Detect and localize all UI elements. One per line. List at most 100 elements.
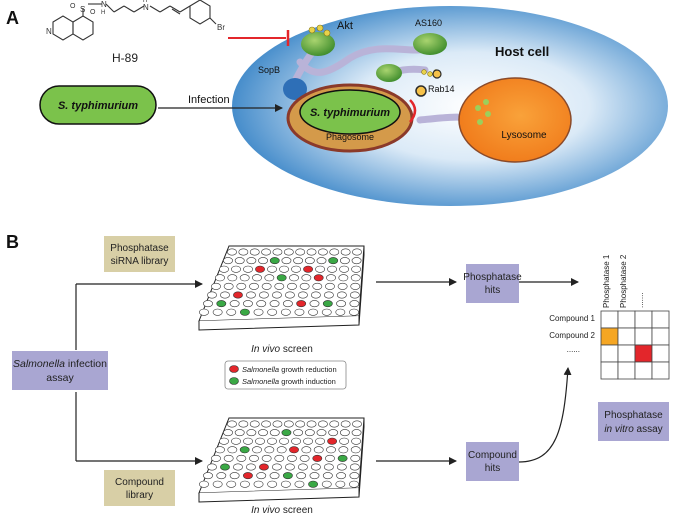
well	[219, 437, 229, 445]
well	[258, 429, 268, 437]
well	[255, 265, 265, 273]
well	[243, 437, 253, 445]
well	[272, 291, 282, 299]
matrix-cell	[600, 344, 619, 363]
well	[285, 463, 295, 471]
well	[340, 248, 351, 256]
compound-library-line1: Compound	[115, 477, 164, 488]
lysosome-label: Lysosome	[501, 130, 547, 141]
phosphatase-hits-line2: hits	[485, 285, 501, 296]
well	[315, 265, 326, 273]
well	[267, 265, 277, 273]
well	[349, 300, 360, 308]
matrix-cell	[651, 327, 670, 346]
panel-a-label: A	[6, 8, 19, 28]
atom-br: Br	[217, 23, 225, 32]
well	[231, 437, 241, 445]
well	[351, 437, 362, 445]
well	[296, 300, 307, 308]
well	[212, 480, 223, 488]
matrix-col-dots: .......	[636, 292, 645, 308]
sirna-library-box	[104, 236, 175, 272]
well	[289, 446, 299, 454]
well	[291, 265, 301, 273]
well	[316, 429, 327, 437]
well	[350, 282, 361, 290]
well	[240, 480, 250, 488]
well	[326, 446, 336, 454]
lysosome-granules	[475, 99, 491, 125]
well	[308, 480, 318, 488]
well	[276, 274, 287, 282]
well	[264, 446, 275, 454]
compound-hits-line1: Compound	[468, 450, 517, 461]
well	[304, 257, 315, 265]
well	[351, 265, 362, 273]
well	[243, 265, 253, 273]
well	[226, 308, 237, 316]
well	[321, 480, 332, 488]
in-vitro-assay-line2: in vitro assay	[604, 424, 662, 435]
well	[352, 248, 362, 256]
phosphatase-hits-box	[466, 264, 519, 303]
well	[223, 282, 234, 290]
well	[269, 472, 280, 480]
well	[272, 420, 283, 428]
well	[303, 265, 313, 273]
matrix-cell	[634, 361, 653, 380]
well	[223, 454, 234, 462]
legend-red-label: Salmonella growth reduction	[242, 365, 337, 374]
bacterium-external-label: S. typhimurium	[58, 100, 138, 112]
sopb-label: SopB	[258, 65, 280, 75]
well	[223, 257, 233, 265]
well	[310, 463, 321, 471]
well	[233, 291, 243, 299]
akt-protein	[301, 32, 335, 56]
well	[216, 472, 227, 480]
well	[328, 429, 339, 437]
well	[335, 308, 346, 316]
well	[243, 300, 253, 308]
legend-box	[224, 360, 347, 390]
rab14-icon	[415, 69, 442, 97]
well	[325, 282, 335, 290]
well	[349, 463, 360, 471]
well	[279, 265, 289, 273]
well	[350, 446, 361, 454]
well	[216, 300, 227, 308]
well	[229, 472, 240, 480]
rab14-inhibit-arc	[409, 99, 417, 123]
well	[336, 463, 347, 471]
well	[337, 454, 348, 462]
well	[304, 429, 315, 437]
well	[322, 300, 333, 308]
well	[318, 248, 328, 256]
well	[281, 257, 292, 265]
host-cell	[232, 6, 668, 206]
well	[220, 291, 230, 299]
legend-red-marker	[229, 365, 239, 373]
well	[336, 291, 347, 299]
well	[227, 248, 237, 256]
well	[323, 463, 334, 471]
well	[234, 429, 245, 437]
well	[267, 480, 278, 488]
well	[336, 472, 347, 480]
well	[267, 308, 278, 316]
well	[310, 291, 321, 299]
well	[246, 429, 257, 437]
bacterium-external	[39, 85, 157, 125]
atom-nh-h: H	[101, 10, 105, 16]
flow-lines	[75, 278, 579, 465]
well-plate-top	[198, 245, 365, 331]
matrix-col-phosphatase-2: Phosphatase 2	[619, 254, 628, 308]
well	[289, 274, 299, 282]
well	[267, 437, 277, 445]
well	[349, 472, 360, 480]
well	[303, 437, 313, 445]
well	[283, 420, 294, 428]
compound-library-line2: library	[126, 490, 153, 501]
well	[215, 446, 225, 454]
well	[329, 420, 340, 428]
well	[211, 282, 221, 290]
